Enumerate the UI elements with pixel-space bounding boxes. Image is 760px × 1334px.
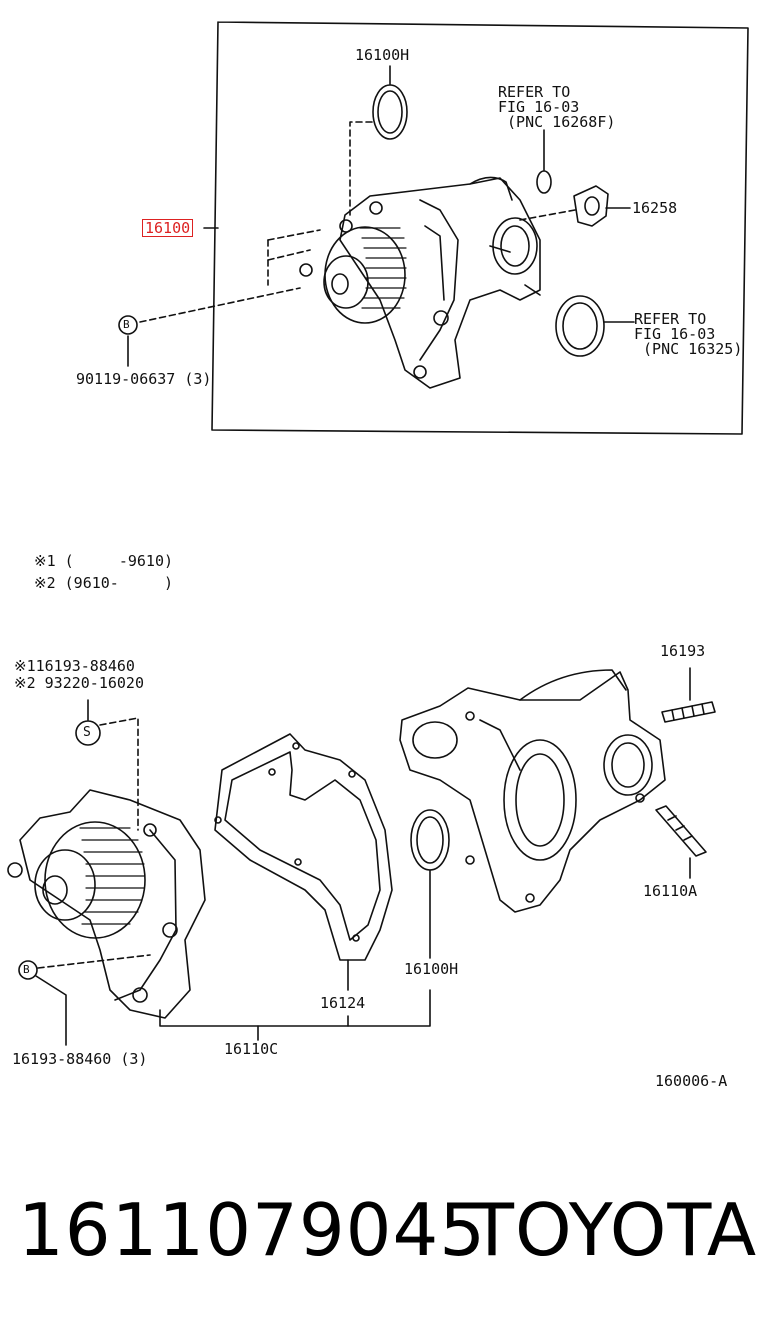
label-16110C: 16110C xyxy=(224,1040,279,1058)
label-16124: 16124 xyxy=(320,994,366,1012)
s-part-line-1: ※116193-88460 xyxy=(14,657,135,675)
diagram-ref-code: 160006-A xyxy=(655,1072,728,1090)
s-part-line-2: ※2 93220-16020 xyxy=(14,674,144,692)
note-1: ※1 ( -9610) xyxy=(34,552,173,570)
refer-text-2c: (PNC 16325) xyxy=(634,340,743,358)
housing-bottom xyxy=(399,669,666,913)
brand-name: TOYOTA xyxy=(470,1188,758,1272)
callout-main-part[interactable]: 16100 xyxy=(142,219,194,237)
label-bolt-bottom: 16193-88460 (3) xyxy=(12,1050,148,1068)
label-16100H-bottom: 16100H xyxy=(404,960,459,978)
top-frame xyxy=(211,21,749,435)
bolt-b-top xyxy=(118,315,138,335)
seal-ring xyxy=(555,295,605,357)
refer-text-1b: FIG 16-03 xyxy=(498,98,580,116)
s-symbol xyxy=(75,720,101,746)
s-symbol-label: S xyxy=(83,725,91,740)
bolt-symbol-bottom: B xyxy=(23,963,30,976)
part-number: 1611079045 xyxy=(18,1188,487,1272)
bolt-b-bottom xyxy=(18,960,38,980)
label-gasket: 16258 xyxy=(632,199,678,217)
refer-text-2b: FIG 16-03 xyxy=(634,325,716,343)
bracket-16110c xyxy=(159,989,431,1027)
stud-16110A xyxy=(655,805,707,879)
refer-text-1c: (PNC 16268F) xyxy=(498,113,616,131)
pump-bottom xyxy=(7,789,206,1019)
oring-top xyxy=(372,84,408,140)
refer-text-1a: REFER TO xyxy=(498,83,571,101)
gasket-16258 xyxy=(573,185,609,227)
note-2: ※2 (9610- ) xyxy=(34,574,173,592)
refer-text-2a: REFER TO xyxy=(634,310,707,328)
bolt-symbol-top: B xyxy=(123,318,130,331)
label-oring-top: 16100H xyxy=(355,46,410,64)
pump-assembly-top xyxy=(299,176,541,389)
small-oring xyxy=(536,170,552,194)
label-bolt-top: 90119-06637 (3) xyxy=(76,370,212,388)
stud-16193 xyxy=(661,667,716,723)
gasket-16124 xyxy=(214,733,393,961)
label-16193: 16193 xyxy=(660,642,706,660)
label-16110A: 16110A xyxy=(643,882,698,900)
